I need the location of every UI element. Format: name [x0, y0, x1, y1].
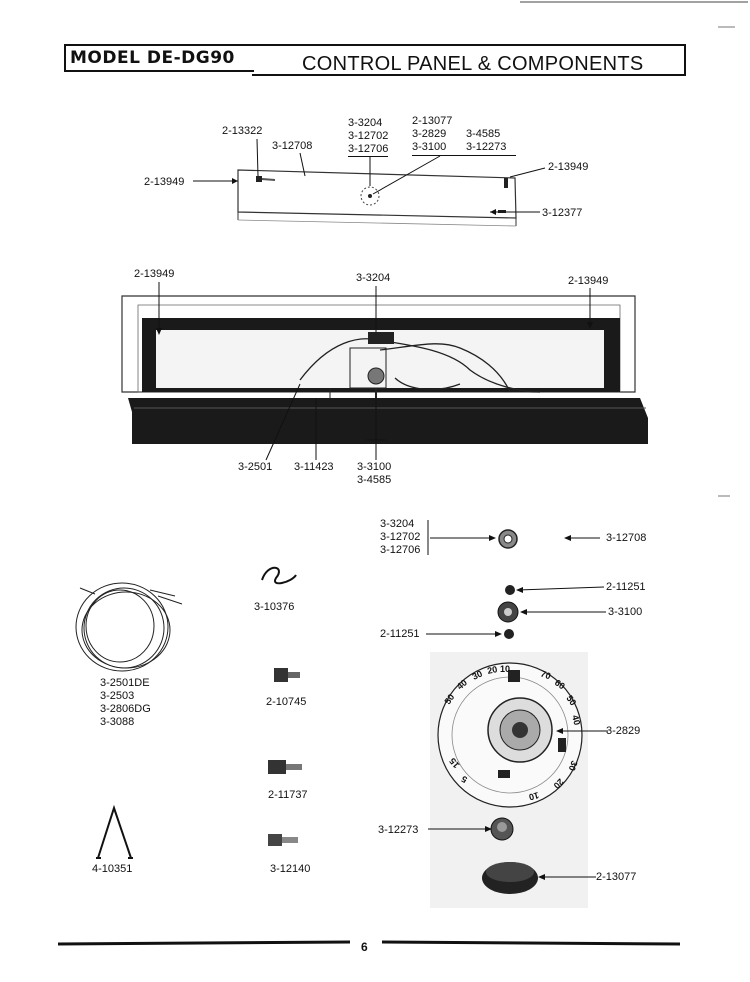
label-2-13949-mid-right: 2-13949	[568, 275, 609, 287]
label-2-13949-top-left: 2-13949	[144, 176, 185, 188]
label-3-11423: 3-11423	[294, 461, 334, 473]
label-3-12708-top: 3-12708	[272, 140, 313, 152]
label-2-11251-b: 2-11251	[380, 628, 420, 640]
part-number: 3-12702	[348, 130, 389, 142]
page-header: MODEL DE-DG90 CONTROL PANEL & COMPONENTS	[64, 44, 688, 76]
control-panel-rear-view	[121, 295, 648, 444]
label-3-3100: 3-3100	[608, 606, 643, 618]
label-3-12273: 3-12273	[378, 824, 419, 836]
dial-number: 50	[442, 692, 456, 706]
underline	[412, 155, 516, 156]
part-number: 3-12706	[380, 544, 421, 556]
part-number: 2-13077	[412, 115, 453, 127]
label-2-13322: 2-13322	[222, 125, 263, 137]
label-3-12377: 3-12377	[542, 207, 583, 219]
part-number: 3-12702	[380, 531, 421, 543]
label-2-11251-a: 2-11251	[606, 581, 646, 593]
part-number: 3-2501DE	[100, 677, 150, 689]
label-2-13949-top-right: 2-13949	[548, 161, 589, 173]
terminal-2-11737	[268, 760, 302, 774]
page-number: 6	[361, 940, 368, 954]
dial-number: 10	[500, 664, 510, 674]
section-title: CONTROL PANEL & COMPONENTS	[302, 53, 644, 75]
label-stack-top-c: 3-4585 3-12273	[466, 128, 506, 154]
dial-number: 5	[460, 774, 469, 785]
part-number: 3-12706	[348, 143, 389, 157]
label-stack-top-a: 3-3204 3-12702 3-12706	[348, 117, 389, 157]
dial-number: 60	[553, 677, 567, 691]
label-2-11737: 2-11737	[268, 789, 308, 801]
part-number: 3-12273	[466, 141, 507, 153]
label-stack-mid-bottom: 3-3100 3-4585	[357, 461, 391, 487]
label-stack-top-b: 2-13077 3-2829 3-3100	[412, 115, 452, 154]
dial-number: 10	[528, 790, 540, 802]
control-panel-front-view	[237, 169, 517, 227]
part-number: 3-4585	[466, 128, 501, 140]
dial-scale: 50 40 30 20 10 70 60 50 40 30 20 10 5 15	[442, 664, 582, 802]
label-2-13077: 2-13077	[596, 871, 637, 883]
part-number: 3-2829	[412, 128, 447, 140]
timer-dial-drawing	[430, 652, 588, 908]
dial-number: 30	[567, 759, 580, 772]
label-3-12140: 3-12140	[270, 863, 311, 875]
label-3-12708-knob: 3-12708	[606, 532, 647, 544]
label-3-2501: 3-2501	[238, 461, 273, 473]
label-2-13949-mid-left: 2-13949	[134, 268, 175, 280]
label-2-10745: 2-10745	[266, 696, 307, 708]
label-stack-harness: 3-2501DE 3-2503 3-2806DG 3-3088	[100, 677, 151, 729]
label-3-3204-mid: 3-3204	[356, 272, 391, 284]
dial-number: 40	[455, 677, 469, 691]
dial-number: 15	[447, 756, 461, 770]
dial-number: 70	[539, 668, 552, 681]
dial-number: 20	[486, 664, 498, 676]
knob-part	[498, 529, 518, 549]
terminal-3-12140	[268, 834, 298, 846]
dial-number: 30	[471, 669, 484, 682]
dial-number: 40	[570, 714, 582, 726]
part-number: 3-3204	[380, 518, 415, 530]
wire-harness-drawing	[75, 582, 183, 672]
part-number: 3-4585	[357, 474, 392, 486]
model-title: MODEL DE-DG90	[70, 48, 235, 68]
part-number: 3-2503	[100, 690, 135, 702]
model-box: MODEL DE-DG90	[64, 44, 254, 72]
dial-number: 50	[564, 693, 578, 707]
label-3-2829: 3-2829	[606, 725, 641, 737]
part-number: 3-2806DG	[100, 703, 151, 715]
part-number: 3-3204	[348, 117, 383, 129]
terminal-2-10745	[274, 668, 300, 682]
title-box	[252, 44, 686, 76]
part-number: 3-3100	[412, 141, 447, 153]
label-4-10351: 4-10351	[92, 863, 133, 875]
label-3-10376: 3-10376	[254, 601, 295, 613]
part-number: 3-3088	[100, 716, 135, 728]
label-stack-knob: 3-3204 3-12702 3-12706	[380, 518, 420, 557]
part-number: 3-3100	[357, 461, 392, 473]
